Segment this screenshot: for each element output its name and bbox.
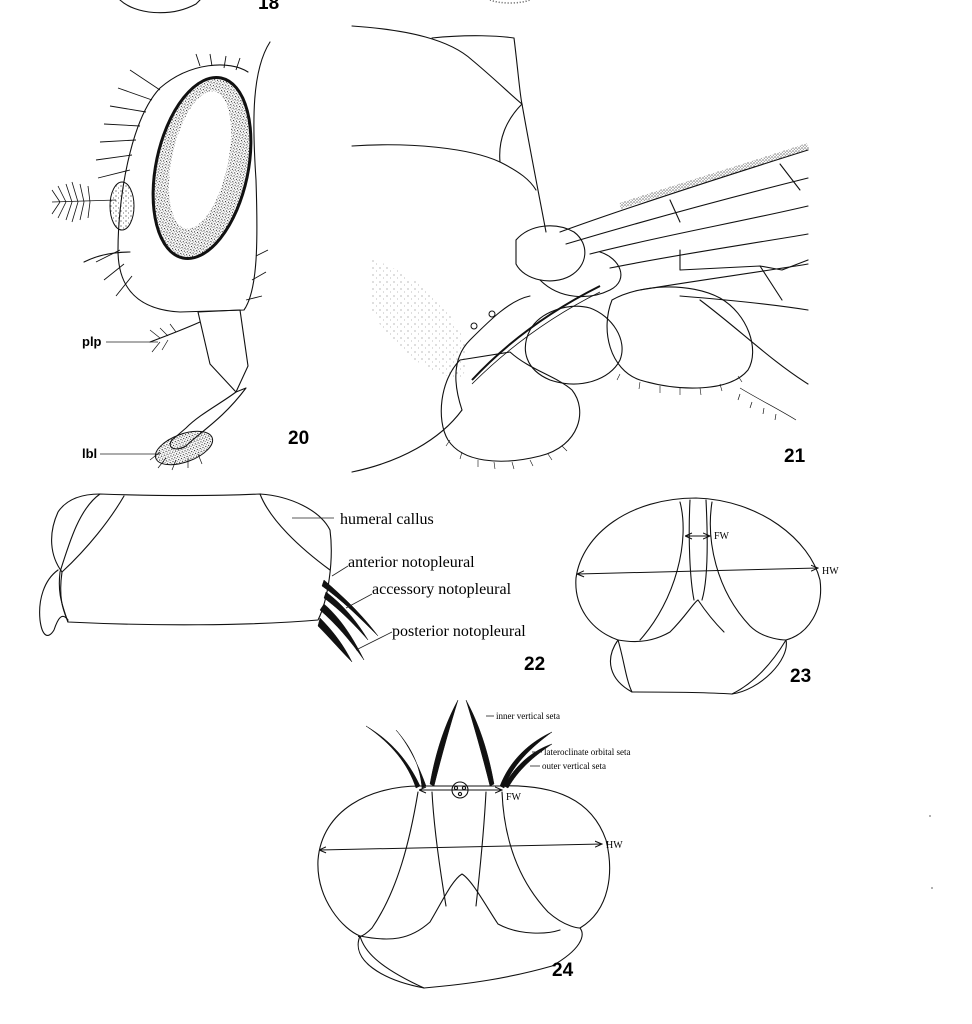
posterior-notopleural-label: posterior notopleural xyxy=(392,623,526,640)
figure-22-thorax-dorsal: humeral callus anterior notopleural acce… xyxy=(39,493,545,675)
figure-18-fragment: 18 xyxy=(119,0,531,14)
accessory-notopleural-label: accessory notopleural xyxy=(372,581,512,598)
figure-20-head-lateral: plp lbl 20 xyxy=(51,41,309,471)
lateroclinate-orbital-seta-label: lateroclinate orbital seta xyxy=(544,747,630,757)
fw-label-23: FW xyxy=(714,531,730,542)
fw-label-24: FW xyxy=(506,792,522,803)
humeral-callus-label: humeral callus xyxy=(340,511,434,528)
figure-24-number: 24 xyxy=(552,960,574,981)
figure-22-number: 22 xyxy=(524,654,545,675)
figure-23-number: 23 xyxy=(790,666,811,687)
anterior-notopleural-label: anterior notopleural xyxy=(348,554,475,571)
figure-18-number: 18 xyxy=(258,0,279,14)
figure-21-number: 21 xyxy=(784,446,806,467)
figure-24-head-frontal-setae: FW HW inner vertical seta lateroclinate … xyxy=(317,699,630,989)
figure-20-number: 20 xyxy=(288,428,309,449)
inner-vertical-seta-label: inner vertical seta xyxy=(496,711,560,721)
plp-label: plp xyxy=(82,334,102,349)
figure-21-thorax-lateral: 21 xyxy=(351,25,809,473)
figure-23-head-frontal: FW HW 23 xyxy=(575,497,839,695)
head-bristles xyxy=(95,53,269,301)
hw-label-23: HW xyxy=(822,566,839,577)
hw-label-24: HW xyxy=(606,840,623,851)
lbl-label: lbl xyxy=(82,446,97,461)
outer-vertical-seta-label: outer vertical seta xyxy=(542,761,606,771)
